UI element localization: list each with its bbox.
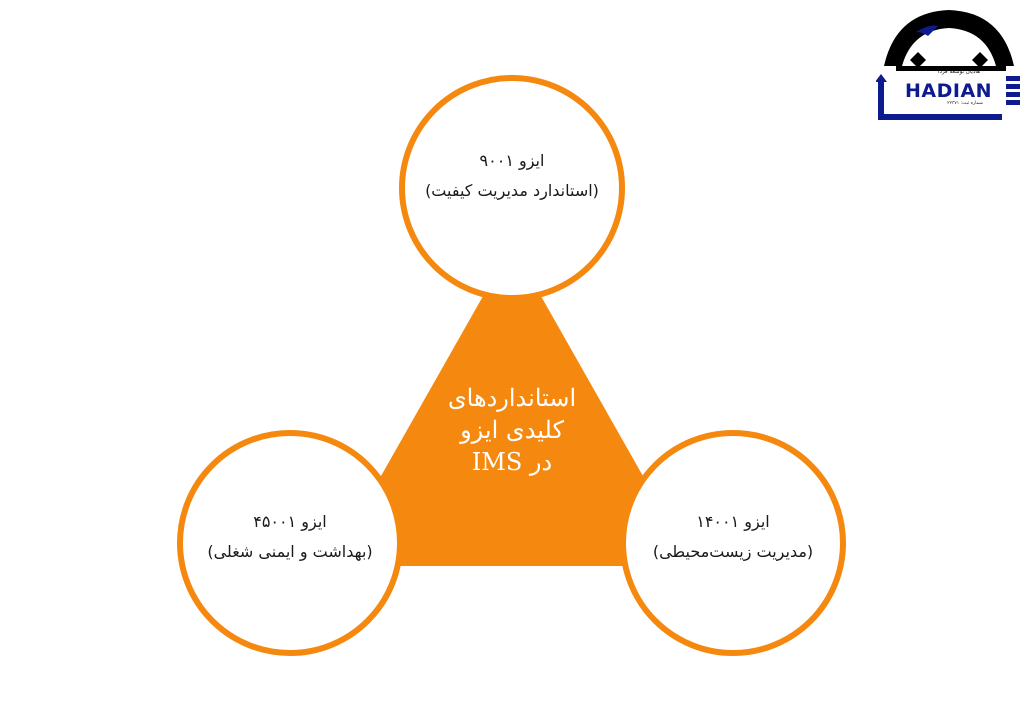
logo-arch-accent	[916, 25, 938, 36]
logo-bar	[896, 66, 1006, 71]
logo-stripe	[1006, 92, 1020, 97]
logo-tagline: هادیان توسعه فردا	[938, 69, 980, 75]
node-iso-45001: ایزو ۴۵۰۰۱ (بهداشت و ایمنی شغلی)	[180, 507, 400, 567]
node-subtitle: (مدیریت زیست‌محیطی)	[652, 542, 814, 561]
node-title: ایزو ۱۴۰۰۱	[696, 512, 770, 531]
logo-frame-arrow	[876, 74, 887, 82]
node-iso-14001: ایزو ۱۴۰۰۱ (مدیریت زیست‌محیطی)	[623, 507, 843, 567]
center-label-line1: استانداردهای	[447, 384, 577, 412]
node-subtitle: (بهداشت و ایمنی شغلی)	[207, 542, 373, 561]
node-circle-right	[620, 430, 846, 656]
node-title: ایزو ۴۵۰۰۱	[253, 512, 327, 531]
hadian-logo	[876, 10, 1020, 120]
logo-diamond-left	[910, 52, 926, 68]
center-triangle	[330, 245, 694, 566]
logo-arch	[884, 10, 1014, 66]
node-title: ایزو ۹۰۰۱	[479, 151, 545, 170]
logo-frame	[878, 80, 1002, 120]
logo-diamond-right	[972, 52, 988, 68]
node-circle-top	[399, 75, 625, 301]
logo-wordmark: HADIAN	[905, 80, 993, 102]
node-circle-left	[177, 430, 403, 656]
center-label-line2: کلیدی ایزو	[460, 416, 564, 444]
logo-registration: شماره ثبت: ۲۲۳۷۱	[947, 101, 983, 106]
center-label-line3: در IMS	[471, 448, 553, 476]
node-subtitle: (استاندارد مدیریت کیفیت)	[425, 181, 599, 200]
node-iso-9001: ایزو ۹۰۰۱ (استاندارد مدیریت کیفیت)	[402, 146, 622, 206]
center-label: استانداردهای کلیدی ایزو در IMS	[392, 382, 632, 478]
logo-stripe	[1006, 76, 1020, 81]
logo-stripe	[1006, 100, 1020, 105]
logo-stripe	[1006, 84, 1020, 89]
